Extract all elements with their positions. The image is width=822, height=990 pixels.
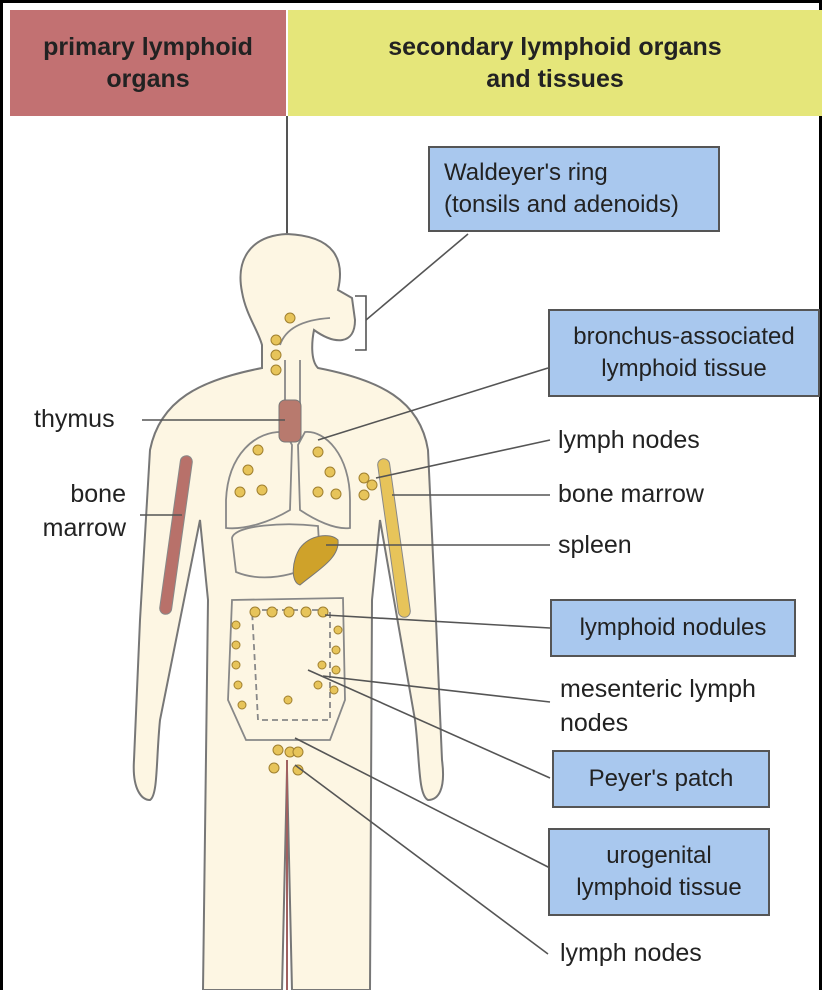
label-spleen: spleen <box>558 529 632 563</box>
label-thymus: thymus <box>34 403 115 437</box>
box-peyers-patch: Peyer's patch <box>552 750 770 808</box>
box-urogenital-lymphoid-tissue: urogenital lymphoid tissue <box>548 828 770 916</box>
box-bronchus-associated: bronchus-associated lymphoid tissue <box>548 309 820 397</box>
waldeyers-bracket <box>355 296 366 350</box>
label-mesenteric-lymph-nodes: mesenteric lymph nodes <box>560 673 756 741</box>
box-waldeyers-ring: Waldeyer's ring (tonsils and adenoids) <box>428 146 720 232</box>
thymus-shape <box>279 400 301 442</box>
label-lymph-nodes-groin: lymph nodes <box>560 937 702 971</box>
box-lymphoid-nodules: lymphoid nodules <box>550 599 796 657</box>
label-bone-marrow-left: bone marrow <box>30 478 126 546</box>
label-lymph-nodes-arm: lymph nodes <box>558 424 700 458</box>
label-bone-marrow-right: bone marrow <box>558 478 704 512</box>
